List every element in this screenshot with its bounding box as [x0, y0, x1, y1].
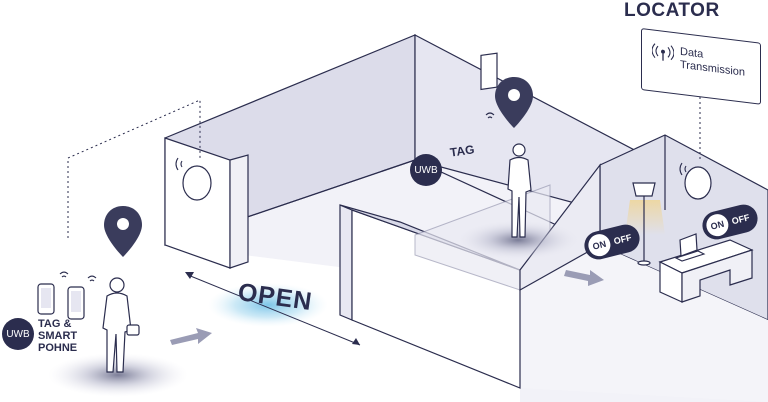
location-pin-icon	[495, 77, 533, 128]
locator-description: Data Transmission	[680, 46, 745, 80]
entrance-door	[229, 154, 249, 269]
location-pin-icon	[104, 206, 142, 257]
person-halo-left	[48, 353, 188, 397]
tag-reader	[480, 52, 498, 91]
phone-label-line-2: SMART	[38, 330, 78, 342]
floor-lamp-icon	[625, 182, 665, 266]
walk-arrow-left	[170, 328, 212, 345]
walk-arrow-right	[564, 270, 604, 286]
switch-off-label: OFF	[612, 232, 633, 247]
switch-on-label: ON	[704, 211, 731, 239]
wifi-icon	[679, 162, 687, 176]
wall-sensor-right	[684, 166, 712, 200]
tag-and-smartphone-label: TAG & SMART POHNE	[38, 318, 98, 354]
switch-off-label: OFF	[730, 212, 751, 227]
room-right-floor	[520, 245, 768, 402]
phone-label-line-3: POHNE	[38, 342, 78, 354]
desk-with-laptop	[658, 233, 754, 303]
partition-wall	[339, 204, 353, 321]
person-halo-center	[456, 220, 580, 260]
laptop-icon	[679, 233, 698, 257]
person-left-figure	[102, 277, 140, 373]
phone-icon	[37, 271, 97, 320]
signal-line-left	[67, 99, 201, 238]
person-center-figure	[507, 143, 532, 238]
uwb-badge: UWB	[2, 318, 34, 350]
wifi-icon	[175, 157, 183, 171]
uwb-badge: UWB	[410, 154, 442, 186]
wifi-icon	[485, 112, 495, 119]
entrance-wall	[164, 137, 231, 269]
locator-box: Data Transmission	[641, 28, 761, 105]
switch-on-label: ON	[586, 231, 613, 259]
broadcast-antenna-icon	[652, 43, 674, 61]
locator-title: LOCATOR	[624, 0, 720, 21]
open-halo	[208, 283, 328, 327]
door-arrow	[187, 274, 361, 346]
wall-sensor-left	[182, 165, 212, 201]
phone-label-line-1: TAG &	[38, 318, 72, 330]
